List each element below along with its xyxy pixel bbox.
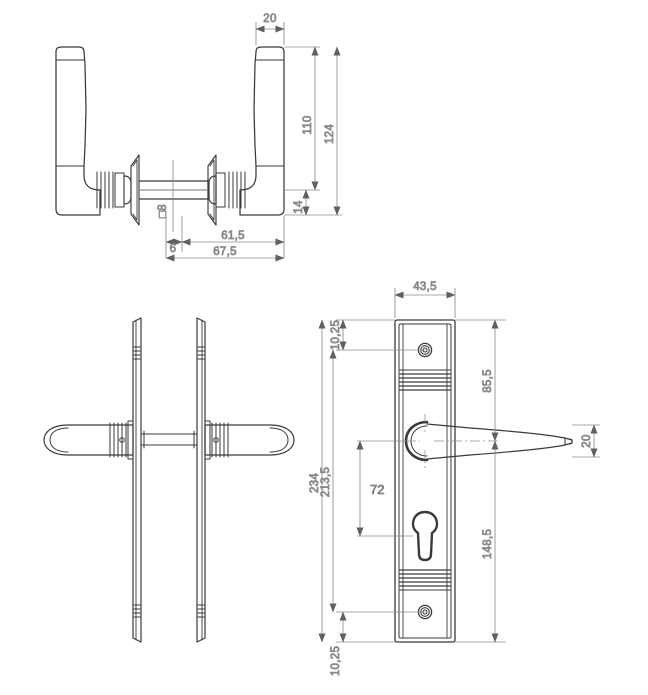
dim-label-67-5: 67,5 (213, 246, 237, 258)
lever-left (55, 46, 140, 226)
lever-front-left (43, 420, 134, 460)
view-front-backplate-pair (43, 317, 295, 643)
centre-axes (406, 414, 500, 468)
dim-label-20-lever: 20 (581, 434, 593, 447)
plate-outline (394, 319, 456, 643)
dim-label-124: 124 (324, 124, 336, 144)
dim-label-72: 72 (370, 482, 384, 497)
dim-label-43-5: 43,5 (413, 281, 437, 293)
dims-top-view: 20 110 124 14 □8 6 61,5 67,5 (139, 13, 342, 262)
dim-label-1025-bottom: 10,25 (330, 646, 342, 676)
dim-label-square-8: □8 (157, 204, 169, 218)
backplate-left (132, 317, 142, 643)
dim-label-110: 110 (302, 115, 314, 134)
dim-label-234: 234 (309, 473, 321, 493)
dim-label-85-5: 85,5 (482, 369, 494, 393)
dim-label-61-5: 61,5 (221, 230, 245, 242)
rib-band-bottom (399, 569, 451, 591)
dim-label-20: 20 (263, 13, 276, 25)
dims-plate-view: 43,5 10,25 10,25 234 213,5 72 85,5 148,5 (309, 281, 600, 677)
dim-label-14: 14 (293, 200, 305, 214)
lever-front-right (204, 420, 295, 460)
dim-label-148-5: 148,5 (482, 529, 494, 559)
dim-label-213-5: 213,5 (320, 467, 332, 497)
lever-right (207, 46, 285, 226)
dim-label-6: 6 (170, 243, 177, 255)
dim-label-1025-top: 10,25 (330, 320, 342, 350)
rib-band-top (399, 369, 451, 391)
plate-inner-edge (398, 323, 452, 639)
keyhole-euro-cylinder (411, 510, 439, 562)
backplate-right (196, 317, 206, 643)
spindle-front (140, 430, 198, 449)
